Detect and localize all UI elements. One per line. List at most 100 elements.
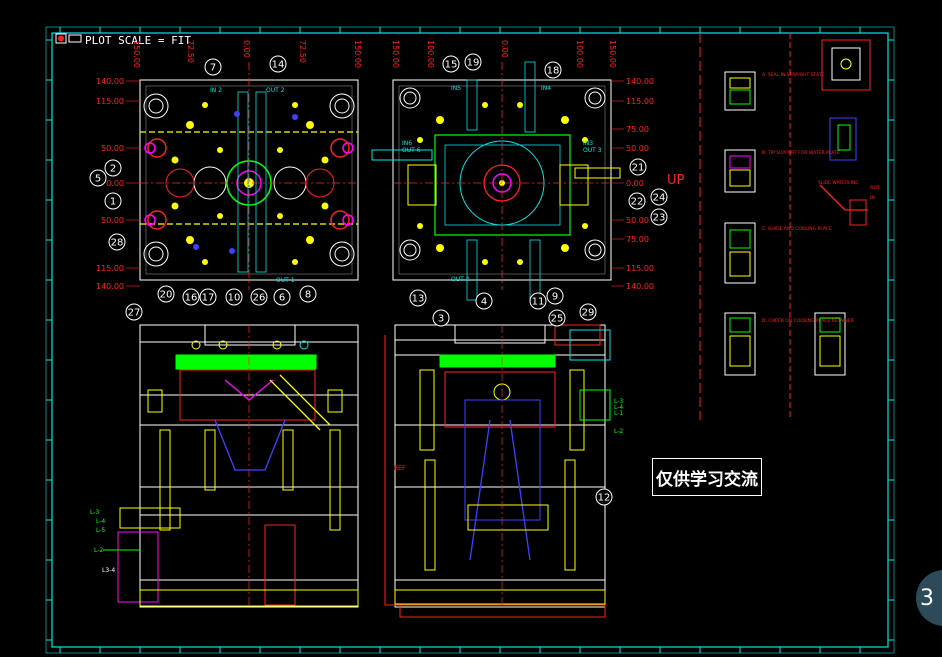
label-in2: IN 2	[210, 87, 222, 94]
section-view-right	[384, 324, 611, 618]
balloon-label: 6	[279, 293, 285, 304]
section-labels-left: L-3 L-4 L-5 L-2 L3-4	[90, 509, 140, 574]
balloon-label: 4	[481, 297, 487, 308]
note-b: B. TIP SUPPORT FOR WATER PLATE	[762, 150, 840, 156]
balloon-circle	[529, 292, 547, 310]
right-side-dim: 75.00	[626, 125, 649, 134]
balloon-circle	[475, 292, 493, 310]
balloon-label: 3	[438, 314, 444, 325]
balloon-circle	[204, 58, 222, 76]
note-c: C. GUIDE AND COOLING PLACE	[762, 226, 832, 232]
right-side-dim: 115.00	[626, 97, 654, 106]
balloon-label: 15	[445, 60, 458, 71]
left-side-dim: 50.00	[101, 216, 124, 225]
label-l5: L-5	[96, 527, 105, 534]
label-l34: L3-4	[102, 567, 115, 574]
detail-notes: A. SEAL IN STRAIGHT STATE B. TIP SUPPORT…	[762, 72, 880, 324]
right-top-dim: 100.00	[426, 40, 435, 68]
balloon-circle	[104, 192, 122, 210]
balloon-circle	[199, 288, 217, 306]
balloon-label: 13	[412, 294, 425, 305]
balloon-label: 18	[547, 66, 560, 77]
balloon-circle	[544, 61, 562, 79]
balloon-circle	[650, 208, 668, 226]
balloon-label: 19	[467, 58, 480, 69]
label-out3: OUT 3	[583, 147, 602, 154]
slide-waterline-title: SLIDE WATERLINE	[818, 180, 858, 186]
balloon-label: 26	[253, 293, 266, 304]
left-top-dim: 72.50	[298, 40, 307, 63]
left-side-dim: 115.00	[96, 97, 124, 106]
up-label: UP	[667, 173, 685, 188]
left-side-dim: 140.00	[96, 77, 124, 86]
balloon-label: 21	[632, 163, 645, 174]
right-side-dim: 75.00	[626, 235, 649, 244]
right-side-dim: 140.00	[626, 282, 654, 291]
balloon-label: 12	[598, 493, 611, 504]
balloon-label: 16	[185, 293, 198, 304]
label-l4: L-4	[96, 518, 105, 525]
label-r-l4: L-4	[614, 404, 623, 411]
left-top-dim: 72.50	[186, 40, 195, 63]
detail-views	[724, 39, 871, 376]
balloon-label: 24	[653, 193, 666, 204]
balloon-label: 17	[202, 293, 215, 304]
left-top-dim: 0.00	[242, 40, 251, 58]
balloon-circle	[464, 53, 482, 71]
label-in3: IN3	[583, 140, 593, 147]
balloon-circle	[579, 303, 597, 321]
balloon-circle	[269, 55, 287, 73]
plan-view-right: IN5 IN4 IN6 OUT 6 IN3 OUT 3 OUT 4 UP	[371, 61, 685, 301]
right-top-dim: 0.00	[500, 40, 509, 58]
balloon-label: 11	[532, 297, 545, 308]
section-view-left	[117, 324, 359, 608]
balloon-label: 2	[110, 164, 116, 175]
balloon-circle	[546, 287, 564, 305]
border-ticks	[46, 27, 894, 653]
drawing-border	[45, 26, 895, 654]
balloon-label: 10	[228, 293, 241, 304]
balloon-circle	[548, 309, 566, 327]
left-top-dim: 150.00	[353, 40, 362, 68]
balloon-label: 5	[95, 174, 101, 185]
label-out1: OUT 1	[276, 277, 295, 284]
label-r-l1: L-1	[614, 410, 623, 417]
balloon-circle	[157, 285, 175, 303]
balloon-circle	[104, 159, 122, 177]
label-in6: IN6	[402, 140, 412, 147]
balloon-label: 8	[305, 290, 311, 301]
balloon-circle	[628, 192, 646, 210]
right-top-dim: 150.00	[391, 40, 400, 68]
balloon-circle	[442, 55, 460, 73]
balloon-label: 7	[210, 63, 216, 74]
right-side-dim: 140.00	[626, 77, 654, 86]
label-r-l2: L-2	[614, 428, 623, 435]
left-side-dim: 115.00	[96, 264, 124, 273]
watermark-box: 仅供学习交流	[652, 458, 762, 496]
left-side-dim: 50.00	[101, 144, 124, 153]
balloon-label: 14	[272, 60, 285, 71]
right-side-dim: 50.00	[626, 216, 649, 225]
right-side-dim: 115.00	[626, 264, 654, 273]
balloon-circle	[299, 285, 317, 303]
balloon-circle	[125, 303, 143, 321]
note-a: A. SEAL IN STRAIGHT STATE	[762, 72, 824, 78]
balloon-label: 20	[160, 290, 173, 301]
slide-out-label: OUT	[870, 185, 880, 191]
balloon-circle	[250, 288, 268, 306]
right-side-dim: 50.00	[626, 144, 649, 153]
plan-view-left: IN 2 OUT 2 OUT 1	[139, 62, 359, 290]
label-r-l3: L-3	[614, 398, 623, 405]
label-in5: IN5	[451, 85, 461, 92]
balloon-label: 25	[551, 314, 564, 325]
balloon-circle	[629, 158, 647, 176]
right-top-dim: 100.00	[575, 40, 584, 68]
plot-scale-text: PLOT SCALE = FIT	[85, 34, 191, 47]
label-ref: REF	[394, 465, 406, 472]
label-out2: OUT 2	[266, 87, 285, 94]
balloon-circle	[273, 288, 291, 306]
label-in4: IN4	[541, 85, 551, 92]
